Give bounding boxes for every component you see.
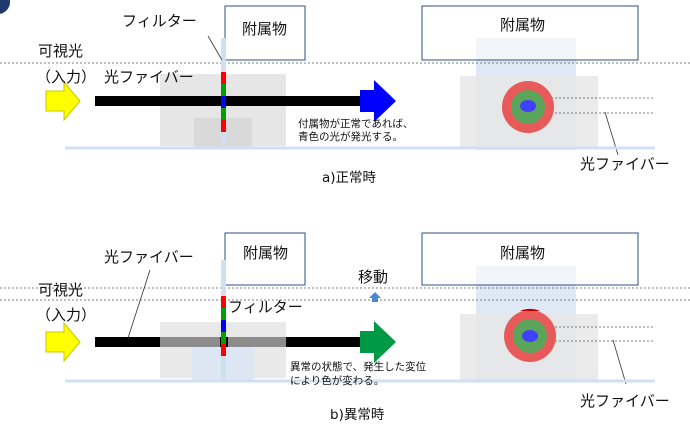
b-fiber-core-blue xyxy=(522,330,538,342)
b-filter-seg-red-2 xyxy=(221,344,226,356)
b-filter-label: フィルター xyxy=(228,298,303,316)
filter-seg-green-1 xyxy=(221,84,226,96)
attachment-right-box xyxy=(421,5,639,61)
movement-label: 移動 xyxy=(358,268,389,286)
note-normal-line1: 付属物が正常であれば、 xyxy=(298,118,414,130)
output-arrow-blue xyxy=(360,80,396,122)
note-abnormal-line2: により色が変わる。 xyxy=(290,375,385,387)
attachment-right-label: 附属物 xyxy=(500,16,546,34)
attachment-left-label: 附属物 xyxy=(242,20,288,38)
b-input-arrow xyxy=(45,321,81,363)
fiber-right-label: 光ファイバー xyxy=(580,155,670,173)
b-fiber-label: 光ファイバー xyxy=(104,248,194,266)
b-filter-seg-green-2 xyxy=(221,332,226,344)
b-fiber-core-shift xyxy=(520,309,540,311)
filter-seg-green-2 xyxy=(221,108,226,120)
b-attachment-left-box xyxy=(224,232,306,286)
optical-fiber xyxy=(95,96,361,106)
fiber-core-blue xyxy=(520,100,536,112)
filter-seg-red-1 xyxy=(221,72,226,84)
b-filter-seg-green-1 xyxy=(221,308,226,320)
input-arrow xyxy=(45,80,81,122)
note-abnormal-line1: 異常の状態で、発生した変位 xyxy=(290,361,427,373)
b-attachment-left-label: 附属物 xyxy=(243,244,289,262)
b-fiber-right-label: 光ファイバー xyxy=(580,392,670,410)
fiber-label: 光ファイバー xyxy=(104,68,194,86)
output-arrow-green xyxy=(360,321,396,363)
b-input-label: （入力） xyxy=(36,306,97,324)
b-filter-seg-red-1 xyxy=(221,296,226,308)
panel-a xyxy=(0,5,690,156)
note-normal-line2: 青色の光が発光する。 xyxy=(298,131,403,143)
panel-b xyxy=(0,232,690,385)
b-filter-seg-blue xyxy=(221,320,226,332)
corner-badge xyxy=(0,0,10,14)
b-fiber-leader xyxy=(127,269,151,339)
input-label: （入力） xyxy=(36,68,97,86)
b-attachment-right-label: 附属物 xyxy=(500,244,546,262)
b-fiber-right-leader xyxy=(612,339,627,385)
move-arrow xyxy=(369,292,381,302)
b-fiber-gray-section-1 xyxy=(160,337,220,347)
filter-label: フィルター xyxy=(122,12,197,30)
filter-seg-blue xyxy=(221,96,226,108)
filter-leader xyxy=(207,35,223,61)
b-visible-light-label: 可視光 xyxy=(38,281,84,299)
caption-normal: a)正常時 xyxy=(322,170,377,186)
b-attachment-right-box xyxy=(421,232,639,286)
visible-light-label: 可視光 xyxy=(38,42,84,60)
filter-seg-red-2 xyxy=(221,120,226,132)
caption-abnormal: b)異常時 xyxy=(330,407,385,423)
attachment-left-box xyxy=(224,5,306,61)
b-fiber-gray-section-2 xyxy=(228,337,286,347)
